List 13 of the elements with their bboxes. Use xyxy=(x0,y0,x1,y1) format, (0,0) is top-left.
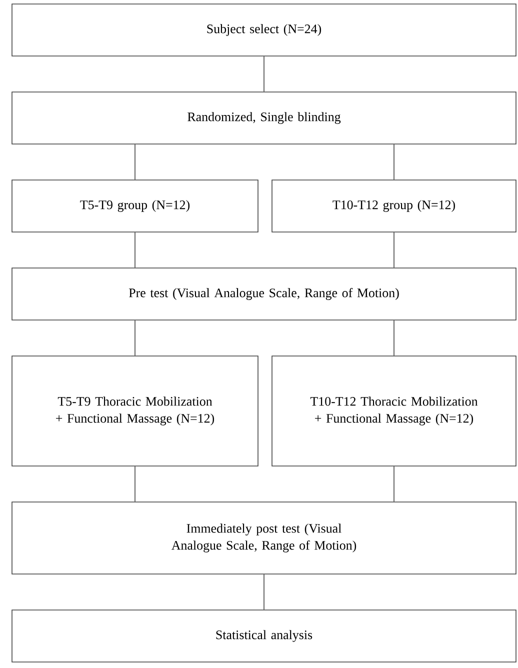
connector-line xyxy=(134,144,136,180)
connector-line xyxy=(134,320,136,356)
connector-line xyxy=(134,232,136,268)
process-box: Immediately post test (Visual Analogue Scale, Range of Motion) xyxy=(12,502,516,574)
process-box: Randomized, Single blinding xyxy=(12,92,516,144)
connector-line xyxy=(134,466,136,502)
process-box: T10-T12 group (N=12) xyxy=(272,180,516,232)
process-box: T10-T12 Thoracic Mobilization + Functional Massage (N=12) xyxy=(272,356,516,466)
process-box: Pre test (Visual Analogue Scale, Range of Motion) xyxy=(12,268,516,320)
process-box: T5-T9 group (N=12) xyxy=(12,180,258,232)
process-box: Subject select (N=24) xyxy=(12,4,516,56)
process-box: T5-T9 Thoracic Mobilization + Functional Massage (N=12) xyxy=(12,356,258,466)
process-box: Statistical analysis xyxy=(12,610,516,662)
